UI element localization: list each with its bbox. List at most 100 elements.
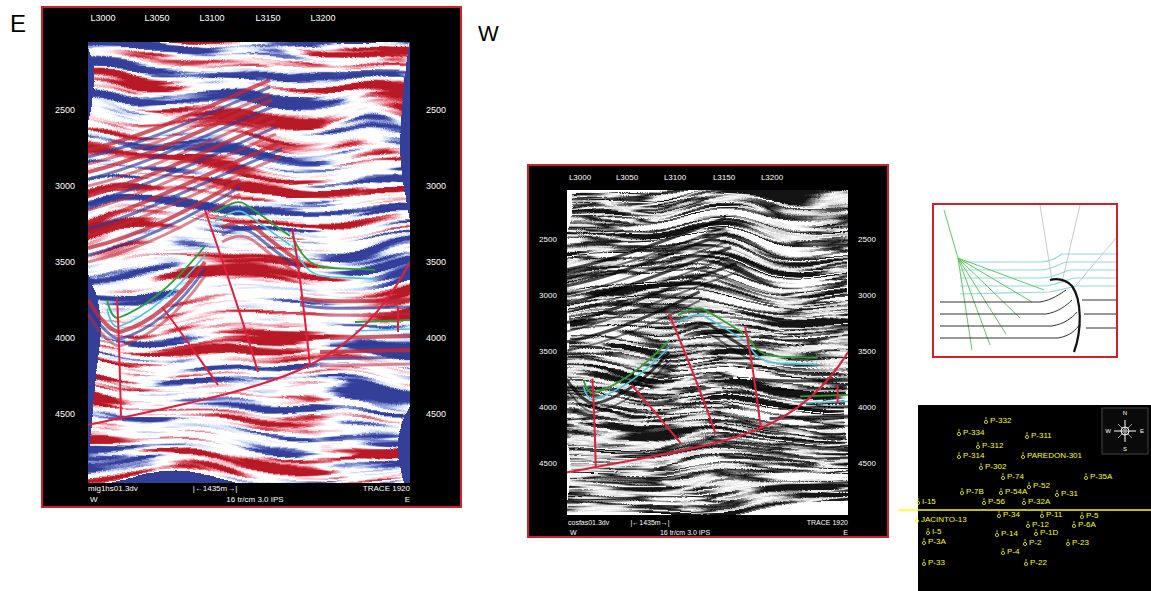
compass-letter: W <box>1105 428 1111 434</box>
well-symbol <box>922 538 925 545</box>
well-symbol <box>1084 473 1087 480</box>
well-name: P-31 <box>1061 490 1078 498</box>
well-symbol <box>1072 524 1075 527</box>
well-symbol <box>976 445 979 448</box>
time-tick: 2500 <box>539 236 557 244</box>
time-tick: 3000 <box>858 292 876 300</box>
trace-label: TRACE 1920 <box>807 519 848 526</box>
well-name: P-2 <box>1029 539 1041 547</box>
well-name: P-1D <box>1040 529 1058 537</box>
well-name: P-4 <box>1007 548 1019 556</box>
time-tick: 4500 <box>858 460 876 468</box>
well-symbol <box>957 452 960 459</box>
time-tick: 4000 <box>858 404 876 412</box>
well-symbol <box>1024 562 1027 565</box>
well-symbol <box>999 491 1002 494</box>
well-name: P-14 <box>1001 530 1018 538</box>
well-symbol <box>986 417 987 420</box>
well-symbol <box>960 491 963 494</box>
file-name: cosfas01.3dv <box>568 519 609 526</box>
line-number: L3100 <box>664 174 686 182</box>
time-tick: 4500 <box>539 460 557 468</box>
well-symbol <box>1040 514 1043 517</box>
rollover-schematic <box>933 204 1117 357</box>
well-symbol <box>1021 455 1024 458</box>
well-name: P-34 <box>1003 511 1020 519</box>
well-symbol <box>1026 559 1027 562</box>
well-symbol <box>995 530 998 537</box>
well-name: P-332 <box>990 417 1011 425</box>
well-symbol <box>1057 490 1058 493</box>
well-symbol <box>1027 432 1028 435</box>
well-symbol <box>1023 539 1026 546</box>
well-symbol <box>957 429 960 436</box>
well-symbol <box>924 538 925 541</box>
well-name: P-302 <box>985 463 1006 471</box>
compass-rose <box>1114 420 1136 442</box>
well-name: P-52 <box>1033 482 1050 490</box>
well-symbol <box>1040 511 1043 518</box>
well-name: P-314 <box>963 452 984 460</box>
line-number: L3000 <box>90 14 115 23</box>
well-symbol <box>1080 512 1083 519</box>
well-symbol <box>1080 515 1083 518</box>
well-name: PAREDON-301 <box>1027 452 1082 460</box>
well-name: P-5 <box>1086 512 1098 520</box>
well-symbol <box>928 528 929 531</box>
well-symbol <box>1072 521 1075 528</box>
direction-letter: E <box>843 529 848 536</box>
well-symbol <box>1022 501 1025 504</box>
well-symbol <box>982 498 985 505</box>
time-tick: 3000 <box>539 292 557 300</box>
well-symbol <box>1025 539 1026 542</box>
well-symbol <box>1023 542 1026 545</box>
well-symbol <box>916 501 919 504</box>
time-tick: 4000 <box>426 334 446 343</box>
well-symbol <box>979 463 982 470</box>
well-symbol <box>1068 539 1069 542</box>
time-tick: 2500 <box>426 106 446 115</box>
well-name: P-74 <box>1007 473 1024 481</box>
well-symbol <box>984 417 987 424</box>
time-tick: 4000 <box>539 404 557 412</box>
direction-letter: E <box>405 496 410 504</box>
well-name: P-23 <box>1072 539 1089 547</box>
well-symbol <box>1042 511 1043 514</box>
well-symbol <box>1028 521 1029 524</box>
well-symbol <box>916 498 919 505</box>
well-symbol <box>1026 521 1029 528</box>
well-symbol <box>1003 548 1004 551</box>
well-symbol <box>1001 548 1004 555</box>
time-tick: 4000 <box>55 334 75 343</box>
well-symbol <box>1021 452 1024 459</box>
well-symbol <box>959 429 960 432</box>
well-symbol <box>978 442 979 445</box>
well-name: P-56 <box>988 498 1005 506</box>
well-symbol <box>1022 498 1025 505</box>
well-symbol <box>924 559 925 562</box>
line-number: L3100 <box>199 14 224 23</box>
well-symbol <box>984 420 987 423</box>
well-name: P-312 <box>982 442 1003 450</box>
time-tick: 3000 <box>426 182 446 191</box>
well-symbol <box>922 559 925 566</box>
well-name: P-12 <box>1032 521 1049 529</box>
well-symbol <box>918 498 919 501</box>
well-symbol <box>1001 488 1002 491</box>
well-symbol <box>1066 542 1069 545</box>
well-symbol <box>1029 482 1030 485</box>
well-name: P-334 <box>963 429 984 437</box>
time-tick: 4500 <box>426 410 446 419</box>
well-symbol <box>957 432 960 435</box>
well-symbol <box>1003 473 1004 476</box>
well-map <box>898 405 1151 591</box>
well-symbol <box>1001 551 1004 554</box>
well-symbol <box>957 455 960 458</box>
well-symbol <box>999 488 1002 495</box>
well-symbol <box>1082 512 1083 515</box>
well-symbol <box>926 531 929 534</box>
well-name: P-32A <box>1028 498 1050 506</box>
scale-bar: |←1435m→| <box>630 519 669 526</box>
